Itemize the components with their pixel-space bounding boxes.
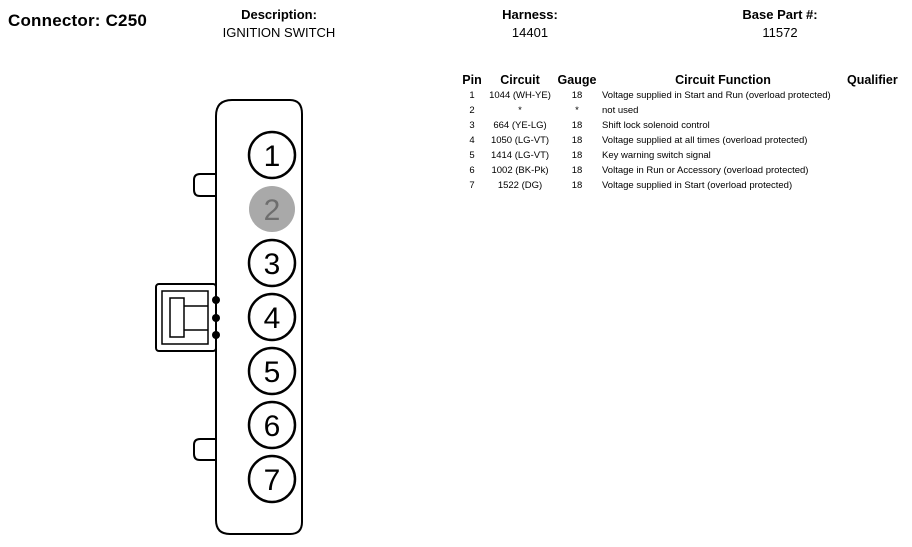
- row-function: Shift lock solenoid control: [602, 120, 710, 131]
- pin-cavity-1: 1: [247, 130, 297, 180]
- row-circuit: 1044 (WH-YE): [489, 90, 551, 101]
- column-header-gauge: Gauge: [557, 73, 597, 87]
- pin-number-label: 4: [264, 302, 281, 335]
- pin-circle: [247, 346, 297, 396]
- description-label: Description:: [241, 7, 317, 22]
- column-header-circuit: Circuit: [500, 73, 540, 87]
- pin-cavity-3: 3: [247, 238, 297, 288]
- row-pin: 7: [469, 180, 475, 191]
- description-block: Description: IGNITION SWITCH: [179, 7, 379, 41]
- base-part-block: Base Part #: 11572: [680, 7, 880, 41]
- pin-cavity-5: 5: [247, 346, 297, 396]
- row-pin: 4: [469, 135, 475, 146]
- column-header-qualifier: Qualifier: [847, 73, 898, 87]
- column-header-pin: Pin: [462, 73, 482, 87]
- row-gauge: 18: [571, 90, 583, 101]
- pin-cavity-7: 7: [247, 454, 297, 504]
- row-function: not used: [602, 105, 639, 116]
- row-function: Voltage in Run or Accessory (overload pr…: [602, 165, 809, 176]
- row-pin: 5: [469, 150, 475, 161]
- pin-cavities: 1 2 3 4 5 6 7: [247, 130, 297, 504]
- harness-value: 14401: [511, 25, 549, 40]
- row-function: Voltage supplied at all times (overload …: [602, 135, 808, 146]
- row-circuit: 664 (YE-LG): [493, 120, 547, 131]
- row-circuit: *: [518, 105, 522, 116]
- row-gauge: 18: [571, 165, 583, 176]
- pin-cavity-4: 4: [247, 292, 297, 342]
- row-circuit: 1522 (DG): [497, 180, 543, 191]
- column-header-circuit-function: Circuit Function: [675, 73, 771, 87]
- row-circuit: 1414 (LG-VT): [490, 150, 550, 161]
- row-gauge: 18: [571, 150, 583, 161]
- side-lock-clip: [155, 283, 220, 352]
- pin-number-label: 7: [264, 464, 281, 497]
- description-value: IGNITION SWITCH: [222, 25, 336, 40]
- row-gauge: 18: [571, 135, 583, 146]
- row-gauge: 18: [571, 180, 583, 191]
- row-gauge: *: [575, 105, 579, 116]
- row-circuit: 1050 (LG-VT): [490, 135, 550, 146]
- row-pin: 3: [469, 120, 475, 131]
- pin-cavity-2: 2: [249, 186, 295, 232]
- pin-number-label: 1: [264, 140, 281, 173]
- row-function: Voltage supplied in Start (overload prot…: [602, 180, 793, 191]
- pin-circle: [247, 400, 297, 450]
- pin-number-label: 3: [264, 248, 281, 281]
- lower-latch-tab: [193, 438, 216, 461]
- pin-circle: [247, 454, 297, 504]
- base-part-value: 11572: [762, 25, 798, 40]
- connector-title: Connector: C250: [8, 11, 148, 30]
- row-pin: 1: [469, 90, 475, 101]
- pin-number-label: 6: [264, 410, 281, 443]
- row-function: Voltage supplied in Start and Run (overl…: [602, 90, 831, 101]
- row-pin: 6: [469, 165, 475, 176]
- harness-block: Harness: 14401: [430, 7, 630, 41]
- row-function: Key warning switch signal: [602, 150, 711, 161]
- row-gauge: 18: [571, 120, 583, 131]
- pin-circle: [247, 292, 297, 342]
- pin-cavity-6: 6: [247, 400, 297, 450]
- base-part-label: Base Part #:: [742, 7, 818, 22]
- pin-circle: [247, 238, 297, 288]
- harness-label: Harness:: [502, 7, 558, 22]
- row-pin: 2: [469, 105, 475, 116]
- pin-number-label: 5: [264, 356, 281, 389]
- pin-circle: [249, 186, 295, 232]
- pin-number-label: 2: [264, 194, 281, 227]
- row-circuit: 1002 (BK-Pk): [491, 165, 549, 176]
- upper-latch-tab: [193, 173, 216, 197]
- pin-circle: [247, 130, 297, 180]
